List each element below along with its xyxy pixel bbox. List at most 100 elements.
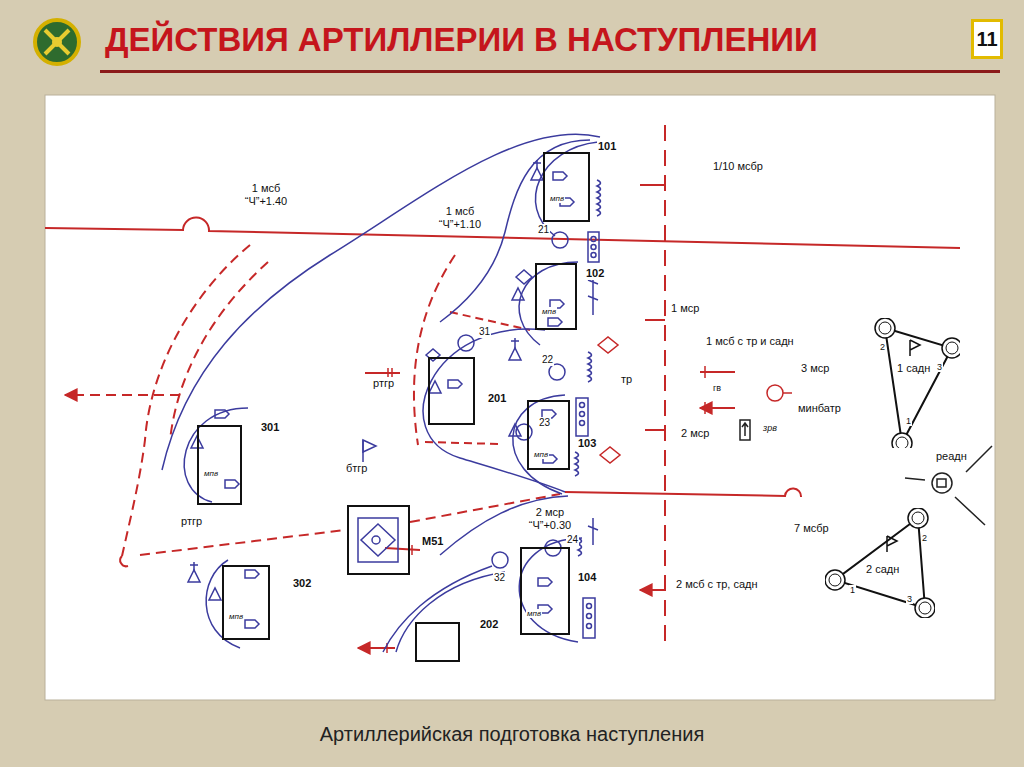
unit-symbols xyxy=(429,381,441,393)
callout-number: 3 xyxy=(936,362,943,372)
unit-label: 2 мср “Ч”+0.30 xyxy=(520,506,580,531)
unit-symbols xyxy=(580,403,585,408)
unit-symbols xyxy=(588,270,598,545)
fire-envelopes xyxy=(383,566,492,652)
battery-box: 301мпв xyxy=(197,425,242,505)
unit-label: 1 мсб с тр и садн xyxy=(705,335,795,348)
callout-number: 3 xyxy=(906,594,913,604)
battery-box: 102мпв xyxy=(535,263,577,330)
gun-position xyxy=(946,342,958,354)
unit-symbols xyxy=(188,570,200,582)
gun-position xyxy=(908,508,928,528)
battery-box: 104мпв xyxy=(520,547,570,635)
unit-symbols xyxy=(587,624,592,629)
gun-position xyxy=(825,570,845,590)
unit-mark: мпв xyxy=(541,307,557,316)
callout-number: 31 xyxy=(478,326,491,338)
command-flag xyxy=(887,536,897,552)
phase-lines xyxy=(704,366,706,414)
unit-symbols xyxy=(587,614,592,619)
phase-lines xyxy=(65,394,180,396)
fire-envelopes xyxy=(440,140,590,322)
slide-frame xyxy=(35,20,1000,700)
battery-box: 103мпв xyxy=(527,400,570,470)
unit-mark: мпв xyxy=(533,450,549,459)
unit-symbols xyxy=(458,335,474,351)
unit-label: реадн xyxy=(935,450,968,463)
group-name: 2 садн xyxy=(865,563,900,576)
unit-label: гв xyxy=(712,383,722,393)
unit-symbols xyxy=(583,598,595,638)
unit-symbols xyxy=(587,604,592,609)
slide-frame xyxy=(45,95,995,700)
battery-number: 202 xyxy=(479,618,499,631)
phase-lines xyxy=(358,373,420,648)
unit-symbols xyxy=(575,452,579,476)
unit-symbols xyxy=(358,518,398,562)
gun-position xyxy=(942,338,960,358)
unit-symbols xyxy=(209,588,221,600)
slide-number: 11 xyxy=(971,19,1003,59)
callout-number: 21 xyxy=(537,224,550,236)
battery-number: 301 xyxy=(260,421,280,434)
callout-number: 23 xyxy=(538,417,551,429)
unit-label: тр xyxy=(620,373,633,386)
unit-label: бтгр xyxy=(345,462,368,475)
fire-envelopes xyxy=(535,142,598,236)
slide-frame xyxy=(45,30,69,54)
artillery-group-triangle: 1 садн xyxy=(860,318,960,448)
unit-label: 1 мсб “Ч”+1.40 xyxy=(236,182,296,207)
unit-symbols xyxy=(426,270,532,361)
slide-caption: Артиллерийская подготовка наступления xyxy=(0,722,1024,746)
fire-envelopes xyxy=(519,262,578,345)
unit-symbols xyxy=(580,421,585,426)
unit-symbols xyxy=(363,440,376,452)
unit-symbols xyxy=(516,424,532,440)
slide-frame xyxy=(35,20,79,64)
unit-symbols xyxy=(245,570,259,628)
enemy-symbols xyxy=(740,420,750,440)
gun-position xyxy=(892,433,912,448)
unit-symbols xyxy=(511,338,519,348)
unit-label: минбатр xyxy=(797,402,842,415)
artillery-group-triangle: 2 садн xyxy=(825,508,935,618)
fire-envelopes xyxy=(184,408,248,502)
unit-symbols xyxy=(591,253,596,258)
battery-number: 102 xyxy=(585,267,605,280)
unit-symbols xyxy=(591,237,596,242)
gun-position xyxy=(896,437,908,448)
unit-label: 2 мсб с тр, садн xyxy=(675,578,759,591)
unit-symbols xyxy=(372,536,380,544)
callout-number: 1 xyxy=(849,585,856,595)
unit-mark: мпв xyxy=(228,612,244,621)
unit-symbols xyxy=(448,380,462,388)
slide-frame xyxy=(52,37,62,47)
callout-number: 1 xyxy=(905,416,912,426)
group-name: 1 садн xyxy=(896,362,931,375)
unit-symbols xyxy=(597,180,601,216)
phase-lines xyxy=(565,489,801,497)
unit-label: ртгр xyxy=(180,515,203,528)
unit-label: 1 мср xyxy=(670,302,700,315)
phase-lines xyxy=(783,392,792,394)
unit-symbols xyxy=(531,168,543,180)
gun-position xyxy=(875,318,895,338)
phase-lines xyxy=(767,385,783,401)
callout-number: 2 xyxy=(921,533,928,543)
battery-box: 202 xyxy=(415,622,460,662)
unit-symbols xyxy=(538,578,552,613)
gun-position xyxy=(912,512,924,524)
phase-lines xyxy=(640,185,665,590)
unit-label: 2 мср xyxy=(680,427,710,440)
unit-symbols xyxy=(190,562,198,570)
battery-box: 101мпв xyxy=(543,152,590,222)
battery-number: 201 xyxy=(487,392,507,405)
phase-lines xyxy=(45,217,960,248)
enemy-symbols xyxy=(937,479,946,487)
gun-position xyxy=(829,574,841,586)
unit-symbols xyxy=(552,232,568,248)
phase-lines xyxy=(120,556,128,566)
battery-box: М51 xyxy=(347,505,410,575)
enemy-symbols xyxy=(740,420,992,525)
unit-symbols xyxy=(512,288,524,300)
